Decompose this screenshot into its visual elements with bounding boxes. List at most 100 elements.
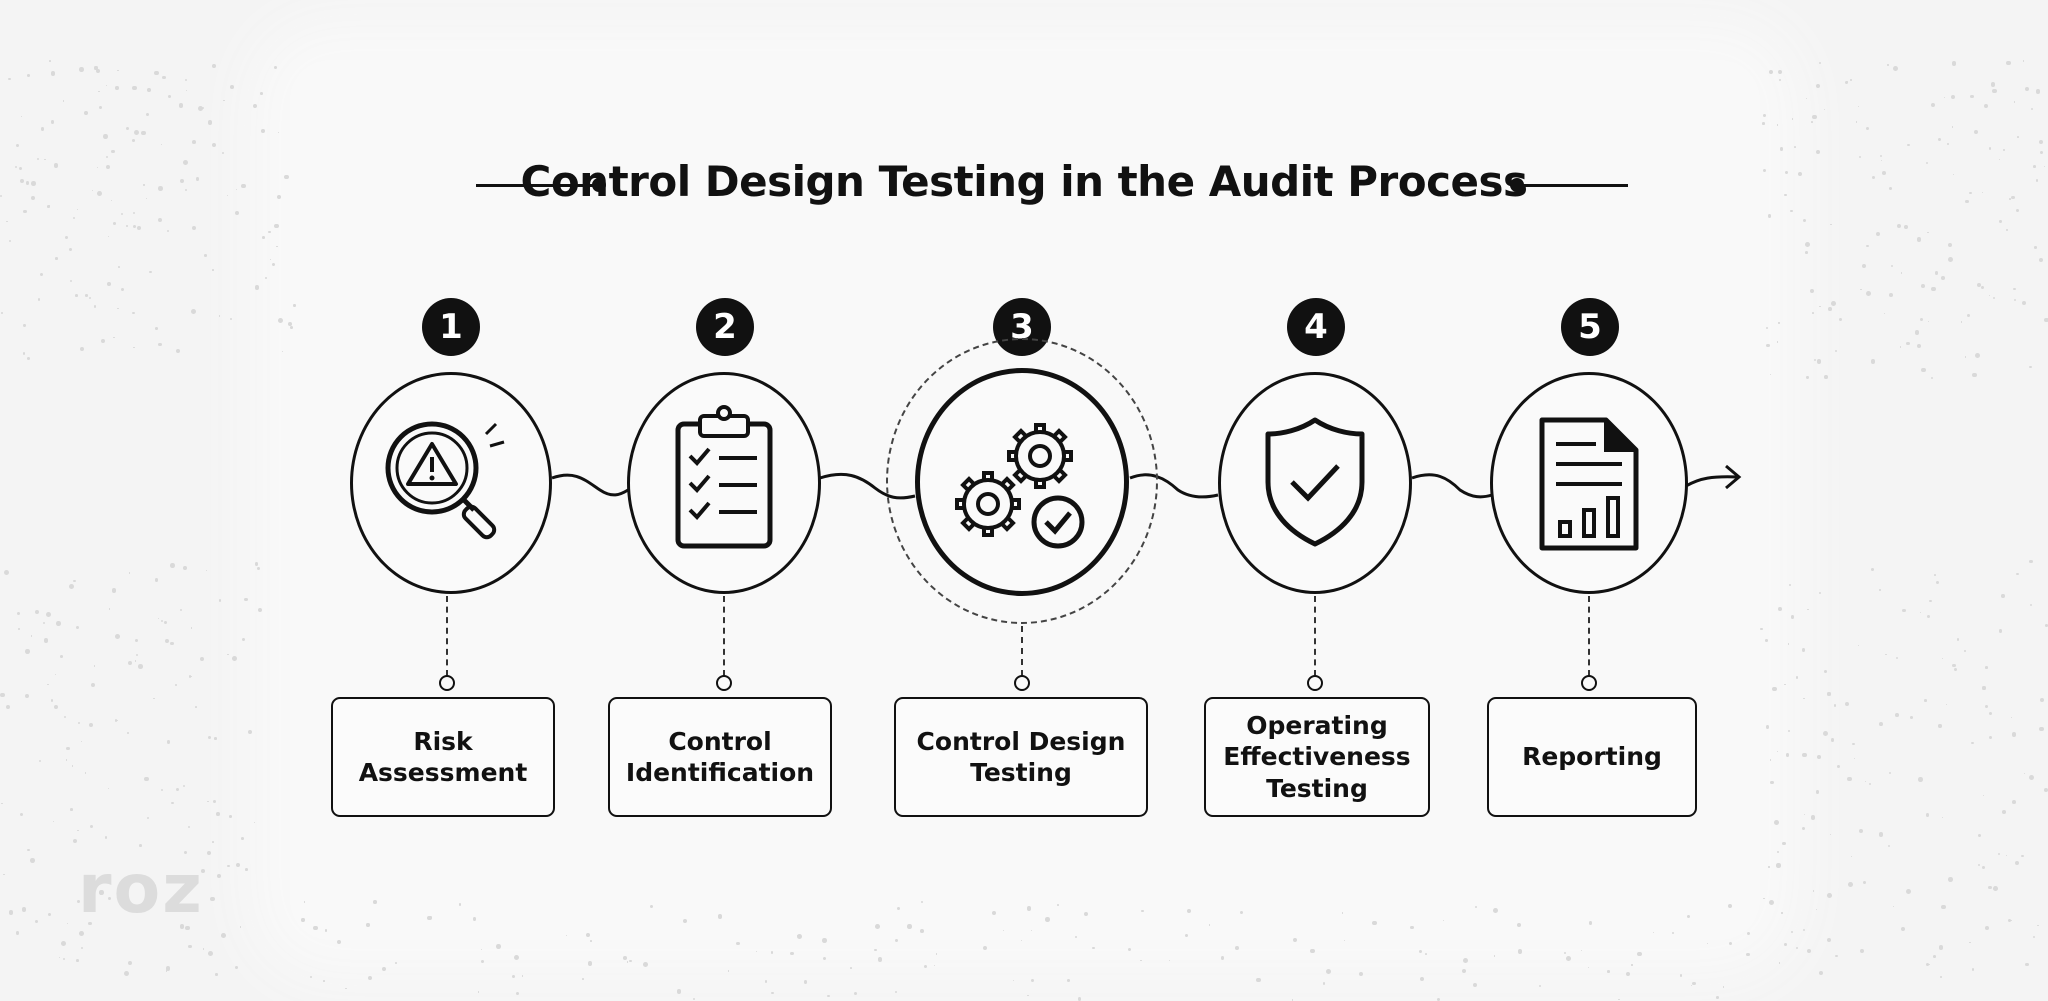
- texture-speck: [1027, 906, 1032, 911]
- texture-speck: [1722, 986, 1725, 988]
- texture-speck: [2002, 810, 2007, 815]
- texture-speck: [49, 60, 51, 62]
- texture-speck: [239, 926, 241, 928]
- texture-speck: [1804, 251, 1808, 255]
- texture-speck: [1816, 755, 1821, 760]
- texture-speck: [1870, 358, 1876, 364]
- texture-speck: [178, 103, 184, 108]
- texture-speck: [1899, 346, 1901, 348]
- texture-speck: [1830, 738, 1835, 743]
- texture-speck: [105, 165, 110, 170]
- texture-speck: [0, 195, 3, 198]
- texture-speck: [264, 276, 268, 280]
- texture-speck: [1823, 670, 1827, 674]
- texture-speck: [2035, 179, 2039, 182]
- texture-speck: [1951, 663, 1956, 668]
- texture-speck: [2037, 924, 2039, 927]
- texture-speck: [2017, 136, 2019, 138]
- texture-speck: [1852, 742, 1855, 746]
- texture-speck: [1914, 329, 1920, 335]
- texture-speck: [115, 86, 119, 90]
- texture-speck: [1325, 968, 1331, 974]
- texture-speck: [1941, 905, 1946, 910]
- texture-speck: [276, 245, 278, 248]
- step-3-node: [1014, 675, 1030, 691]
- texture-speck: [1827, 937, 1832, 942]
- texture-speck: [1864, 781, 1867, 783]
- texture-speck: [1765, 639, 1768, 643]
- texture-speck: [1728, 941, 1732, 945]
- texture-speck: [1956, 638, 1960, 641]
- texture-speck: [1625, 971, 1631, 976]
- texture-speck: [1931, 286, 1936, 291]
- texture-speck: [195, 706, 197, 708]
- texture-speck: [1834, 350, 1837, 353]
- texture-speck: [676, 988, 682, 994]
- texture-speck: [132, 85, 137, 91]
- texture-speck: [111, 588, 117, 593]
- texture-speck: [1970, 94, 1975, 99]
- texture-speck: [161, 143, 163, 145]
- texture-speck: [1827, 893, 1833, 899]
- texture-speck: [179, 178, 185, 184]
- texture-speck: [1746, 952, 1750, 957]
- texture-speck: [132, 211, 135, 214]
- texture-speck: [1828, 307, 1832, 311]
- texture-speck: [1815, 908, 1817, 911]
- texture-speck: [221, 151, 224, 154]
- texture-speck: [1807, 608, 1809, 611]
- texture-speck: [1824, 375, 1828, 379]
- texture-speck: [212, 841, 214, 843]
- texture-speck: [1972, 372, 1977, 378]
- texture-speck: [1784, 170, 1789, 175]
- texture-speck: [1981, 865, 1985, 869]
- step-3-label: Control Design Testing: [894, 697, 1148, 817]
- texture-speck: [2016, 572, 2019, 576]
- texture-speck: [514, 954, 520, 960]
- texture-speck: [15, 143, 19, 147]
- texture-speck: [269, 258, 272, 261]
- texture-speck: [274, 65, 278, 70]
- texture-speck: [2040, 151, 2044, 155]
- texture-speck: [1818, 591, 1822, 595]
- texture-speck: [151, 883, 156, 888]
- texture-speck: [1140, 959, 1142, 962]
- texture-speck: [1762, 114, 1766, 117]
- texture-speck: [234, 210, 239, 215]
- texture-speck: [1805, 242, 1810, 247]
- texture-speck: [44, 158, 46, 161]
- texture-speck: [39, 272, 43, 276]
- texture-speck: [2006, 60, 2011, 66]
- texture-speck: [1801, 648, 1805, 652]
- texture-speck: [821, 937, 827, 943]
- texture-speck: [63, 100, 65, 102]
- texture-speck: [64, 235, 68, 240]
- step-5-label: Reporting: [1487, 697, 1697, 817]
- texture-speck: [88, 723, 93, 728]
- texture-speck: [1844, 80, 1848, 84]
- texture-speck: [1788, 584, 1791, 587]
- texture-speck: [187, 826, 190, 829]
- texture-speck: [94, 66, 98, 70]
- texture-speck: [271, 263, 275, 267]
- texture-speck: [212, 142, 217, 148]
- texture-speck: [1980, 285, 1985, 290]
- texture-speck: [2010, 716, 2013, 719]
- texture-speck: [1988, 712, 1992, 716]
- texture-speck: [206, 800, 209, 803]
- texture-speck: [78, 930, 84, 936]
- texture-speck: [735, 941, 740, 946]
- texture-speck: [693, 998, 696, 1001]
- clipboard-checklist-icon: [675, 405, 773, 549]
- texture-speck: [25, 649, 30, 654]
- texture-speck: [56, 621, 61, 626]
- texture-speck: [1850, 79, 1853, 82]
- texture-speck: [79, 67, 84, 72]
- texture-speck: [1564, 952, 1567, 955]
- texture-speck: [158, 617, 160, 619]
- step-2-label: Control Identification: [608, 697, 832, 817]
- texture-speck: [1927, 615, 1931, 619]
- texture-speck: [170, 563, 175, 568]
- texture-speck: [2038, 257, 2043, 262]
- texture-speck: [1960, 321, 1963, 323]
